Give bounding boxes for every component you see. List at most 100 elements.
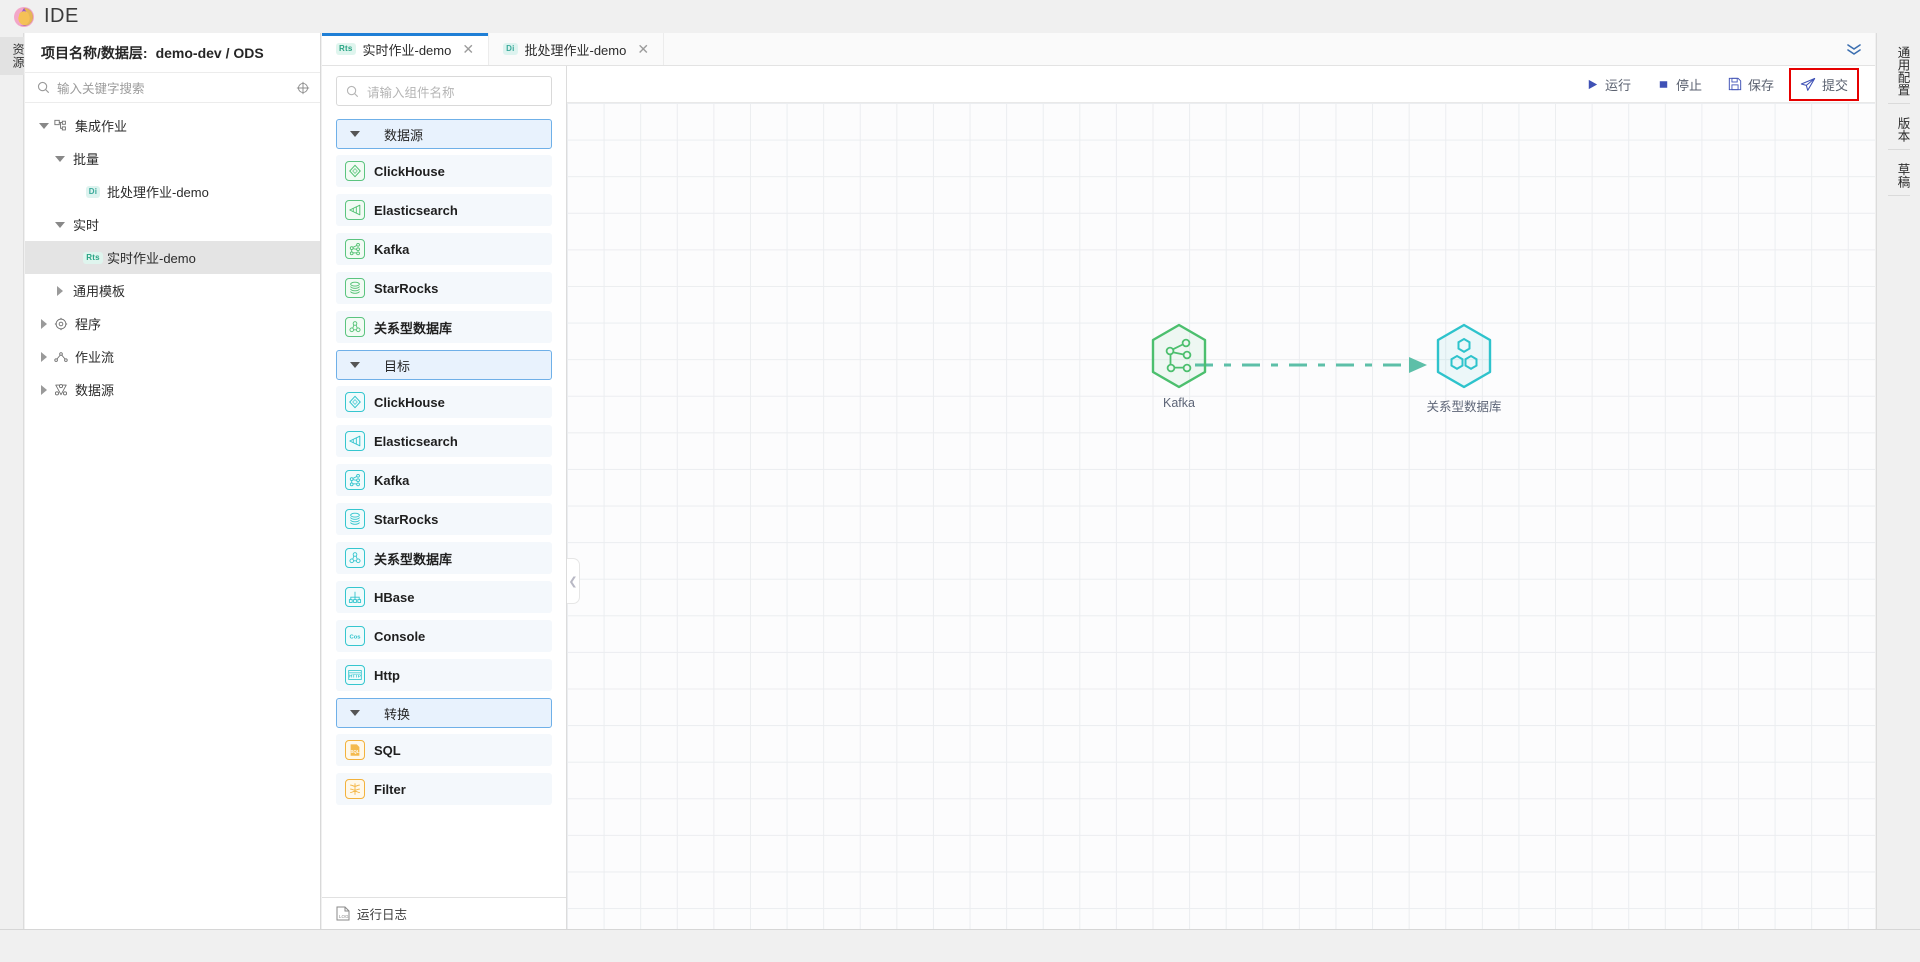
tabbar-spacer (664, 33, 1833, 65)
explorer-search-input[interactable]: 输入关键字搜索 (57, 82, 145, 96)
chevron-right-icon[interactable] (37, 318, 51, 329)
canvas-node-2[interactable]: 关系型数据库 (1422, 323, 1506, 415)
kafka-icon (345, 470, 365, 490)
chevron-right-icon[interactable] (37, 351, 51, 362)
palette-item-label: Kafka (374, 241, 410, 257)
explorer-search-row[interactable]: 输入关键字搜索 (25, 73, 320, 103)
palette-collapse-handle[interactable]: ❮ (567, 558, 580, 604)
svg-text:HTTP: HTTP (349, 674, 361, 679)
palette-group-header-3[interactable]: 转换 (336, 698, 552, 728)
tree-item-9[interactable]: 数据源 (25, 373, 320, 406)
palette-group-header-1[interactable]: 数据源 (336, 119, 552, 149)
console-icon: Cos (345, 626, 365, 646)
elasticsearch-icon (345, 200, 365, 220)
tree-item-6[interactable]: 通用模板 (25, 274, 320, 307)
chevron-right-icon[interactable] (53, 285, 67, 296)
svg-text:LOG: LOG (339, 914, 349, 919)
chevron-down-icon[interactable] (37, 122, 51, 129)
palette-item-clickhouse[interactable]: ClickHouse (336, 386, 552, 418)
palette-search-input[interactable]: 请输入组件名称 (367, 85, 455, 100)
canvas-column: 运行停止 保存提交 ❮ Kafka 关系型数据库 (567, 66, 1875, 929)
app-title: IDE (44, 5, 79, 27)
palette-group-header-2[interactable]: 目标 (336, 350, 552, 380)
chevron-left-icon: ❮ (568, 575, 578, 588)
palette-item-label: ClickHouse (374, 163, 445, 179)
flow-edge-kafka-to-rdb (1195, 357, 1427, 373)
palette-item-filter[interactable]: Filter (336, 773, 552, 805)
spiral-logo-icon (13, 6, 35, 28)
toolbar-button-label: 保存 (1747, 77, 1774, 93)
rdb-hex-icon (1422, 323, 1506, 389)
run-log-bar[interactable]: LOG 运行日志 (322, 897, 566, 929)
tree-item-4[interactable]: 实时 (25, 208, 320, 241)
palette-item-label: HBase (374, 589, 415, 605)
toolbar-button-label: 运行 (1604, 77, 1631, 93)
explorer-header: 项目名称/数据层: demo-dev / ODS (25, 33, 320, 73)
chevron-down-icon (350, 131, 360, 137)
palette-item-hbase[interactable]: HBase (336, 581, 552, 613)
palette-item-clickhouse[interactable]: ClickHouse (336, 155, 552, 187)
tree-item-8[interactable]: 作业流 (25, 340, 320, 373)
svg-text:SQL: SQL (351, 749, 360, 754)
crosshair-icon[interactable] (296, 81, 310, 95)
save-button[interactable]: 保存 (1717, 68, 1785, 101)
close-icon[interactable]: ✕ (462, 40, 475, 57)
tree-item-1[interactable]: 集成作业 (25, 109, 320, 142)
kafka-hex-icon (1137, 323, 1221, 389)
palette-item-label: Filter (374, 781, 406, 797)
palette-search-box[interactable]: 请输入组件名称 (336, 76, 552, 106)
datasource-icon (51, 383, 71, 397)
kafka-icon (345, 239, 365, 259)
submit-button[interactable]: 提交 (1788, 67, 1859, 101)
play-icon (1586, 78, 1599, 91)
rts-badge-icon: Rts (83, 251, 103, 264)
gear-icon (51, 317, 71, 331)
palette-item-starrocks[interactable]: StarRocks (336, 503, 552, 535)
search-icon (37, 81, 50, 94)
canvas-node-1[interactable]: Kafka (1137, 323, 1221, 410)
play-button[interactable]: 运行 (1575, 68, 1642, 101)
status-bar (0, 929, 1920, 962)
chevron-right-icon[interactable] (37, 384, 51, 395)
right-rail-tab-3[interactable]: 草稿 (1887, 156, 1910, 196)
rail-tab-resources[interactable]: 资源 (0, 37, 25, 75)
palette-item-kafka[interactable]: Kafka (336, 464, 552, 496)
palette-item-label: Elasticsearch (374, 433, 458, 449)
chevron-down-icon[interactable] (53, 221, 67, 228)
palette-item-starrocks[interactable]: StarRocks (336, 272, 552, 304)
tree-item-2[interactable]: 批量 (25, 142, 320, 175)
flow-canvas[interactable]: ❮ Kafka 关系型数据库 (567, 102, 1875, 929)
rdb-icon (345, 548, 365, 568)
chevron-down-icon (350, 362, 360, 368)
palette-item-rdb[interactable]: 关系型数据库 (336, 311, 552, 343)
http-icon: HTTP (345, 665, 365, 685)
palette-item-kafka[interactable]: Kafka (336, 233, 552, 265)
submit-icon (1800, 77, 1816, 92)
chevron-down-icon[interactable] (53, 155, 67, 162)
double-chevron-down-icon[interactable] (1833, 33, 1875, 65)
right-rail-tab-2[interactable]: 版本 (1887, 110, 1910, 150)
tree-item-7[interactable]: 程序 (25, 307, 320, 340)
canvas-toolbar: 运行停止 保存提交 (567, 66, 1875, 102)
palette-item-elasticsearch[interactable]: Elasticsearch (336, 425, 552, 457)
palette-item-rdb[interactable]: 关系型数据库 (336, 542, 552, 574)
editor-tab-label: 批处理作业-demo (524, 42, 627, 58)
palette-item-label: ClickHouse (374, 394, 445, 410)
right-rail-tab-1[interactable]: 通用配置 (1887, 39, 1910, 104)
close-icon[interactable]: ✕ (637, 40, 650, 57)
tree-item-label: 通用模板 (73, 284, 126, 299)
search-icon (346, 85, 359, 98)
palette-item-elasticsearch[interactable]: Elasticsearch (336, 194, 552, 226)
stop-button[interactable]: 停止 (1646, 68, 1713, 101)
